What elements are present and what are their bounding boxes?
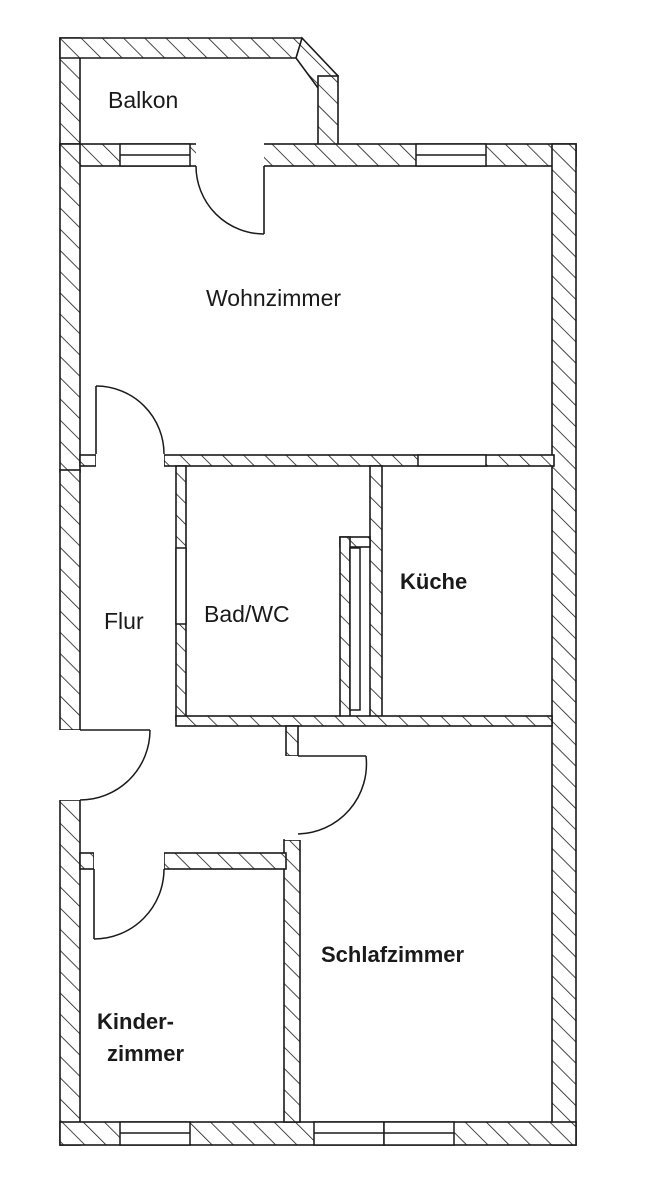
wall-bath-south bbox=[175, 715, 553, 727]
label-wohnzimmer: Wohnzimmer bbox=[206, 285, 341, 311]
door-gaps bbox=[59, 143, 301, 870]
wall-right bbox=[551, 143, 577, 1146]
wall-left-lower bbox=[59, 799, 81, 1146]
wall-bath-kitchen bbox=[369, 465, 383, 721]
window-bath-flur bbox=[175, 547, 187, 625]
wall-living-south bbox=[163, 454, 555, 467]
wall-balcony-top bbox=[59, 37, 320, 59]
door-bedroom-swing bbox=[297, 755, 368, 835]
label-balkon: Balkon bbox=[108, 87, 178, 113]
label-kueche: Küche bbox=[400, 569, 467, 594]
door-balcony-swing bbox=[195, 165, 265, 235]
wall-balcony-right bbox=[317, 75, 339, 147]
wall-living-south-left bbox=[79, 454, 97, 467]
label-schlafzimmer: Schlafzimmer bbox=[321, 942, 464, 967]
wall-left-middle bbox=[59, 469, 81, 731]
wall-kids-north bbox=[163, 852, 287, 870]
label-kinderzimmer-line2: zimmer bbox=[107, 1041, 184, 1066]
window-bath-kitchen bbox=[349, 547, 361, 711]
wall-kids-north-left bbox=[79, 852, 95, 870]
wall-bedroom-west bbox=[283, 839, 301, 1123]
label-kinderzimmer-line1: Kinder- bbox=[97, 1009, 174, 1034]
label-bad: Bad/WC bbox=[204, 601, 290, 627]
exterior-walls bbox=[59, 36, 577, 1146]
door-entrance-swing bbox=[79, 729, 151, 801]
wall-bedroom-west-upper bbox=[285, 725, 299, 757]
room-labels: Balkon Wohnzimmer Flur Bad/WC Küche Schl… bbox=[97, 87, 467, 1066]
door-living-swing bbox=[95, 385, 165, 455]
door-kids-swing bbox=[93, 868, 165, 940]
wall-left-upper bbox=[59, 143, 81, 473]
label-flur: Flur bbox=[104, 608, 144, 634]
door-swings bbox=[79, 165, 368, 940]
wall-bath-step-v bbox=[339, 536, 351, 721]
windows bbox=[119, 143, 487, 1146]
window-kitchen-top bbox=[417, 454, 487, 467]
